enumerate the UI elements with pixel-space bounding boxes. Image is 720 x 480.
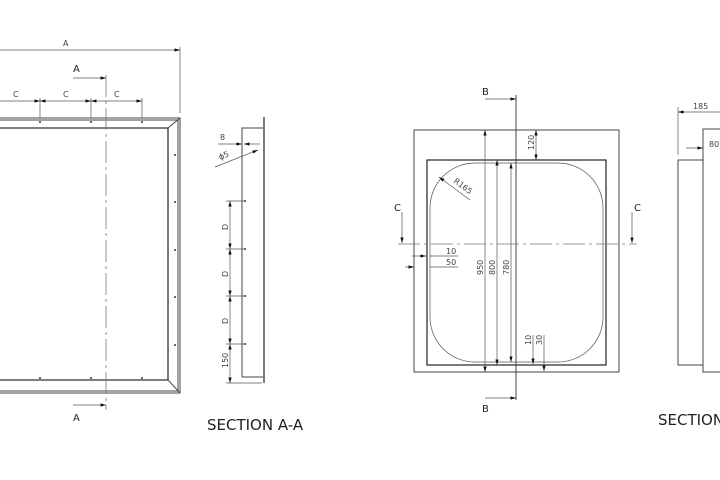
dimension-150-label: 150 [221,353,230,368]
dimension-hole-label: ϕ5 [217,150,230,162]
dimension-d-label: D [221,271,230,277]
middle-view: B B C C R165 950 800 780 120 10 50 10 30 [394,87,641,415]
dimension-30-label: 30 [535,335,544,345]
dimension-c-label: C [63,90,69,99]
dimension-80-label: 80 [709,140,719,149]
section-label-b-top: B [482,87,489,98]
dimension-800-label: 800 [488,260,497,275]
hole-dots [39,121,176,379]
section-a-a-title: SECTION A-A [207,416,304,434]
section-label-c-left: C [394,203,401,214]
dimension-a-label: A [63,39,69,48]
section-label-b-bottom: B [482,404,489,415]
dimension-50-label: 50 [446,258,456,267]
section-plate [241,127,263,377]
right-view: 185 80 SECTION [658,102,720,429]
section-title-partial: SECTION [658,411,720,429]
section-label-c-right: C [634,203,641,214]
front-view: A C C C A A [0,39,181,424]
dimension-185-label: 185 [693,102,708,111]
dimension-d-label: D [221,318,230,324]
dimension-8-label: 8 [220,133,225,142]
radius-label: R165 [452,176,474,196]
dimension-c-label: C [13,90,19,99]
dimension-d-label: D [221,224,230,230]
dimension-780-label: 780 [502,260,511,275]
dimension-10-bottom-label: 10 [524,335,533,345]
dimension-120-label: 120 [527,135,536,150]
dimension-950-label: 950 [476,260,485,275]
section-a-a-view: 8 ϕ5 D D D 150 SECTION A-A [207,117,304,434]
dimension-c-label: C [114,90,120,99]
dimension-10-left-label: 10 [446,247,456,256]
frame-outer [0,117,181,394]
section-label-a-top: A [73,64,80,75]
section-label-a-bottom: A [73,413,80,424]
frame-inner [0,127,169,381]
